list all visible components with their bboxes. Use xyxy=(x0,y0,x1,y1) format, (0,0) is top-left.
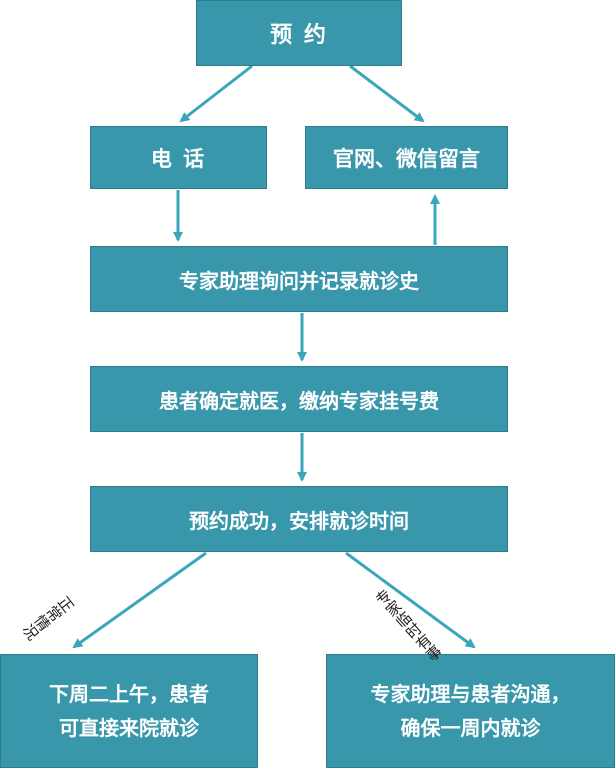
node-appointment-success-label: 预约成功，安排就诊时间 xyxy=(189,508,409,533)
node-normal-outcome-line1: 下周二上午，患者 xyxy=(49,682,209,706)
node-patient-confirm-label: 患者确定就医，缴纳专家挂号费 xyxy=(159,388,439,413)
arrow-top-to-web xyxy=(349,64,425,123)
node-phone-label: 电 话 xyxy=(150,146,207,171)
node-special-outcome: 专家助理与患者沟通， 确保一周内就诊 xyxy=(326,654,615,768)
node-appointment-success: 预约成功，安排就诊时间 xyxy=(90,486,508,552)
node-web-wechat-label: 官网、微信留言 xyxy=(333,146,480,171)
node-web-wechat: 官网、微信留言 xyxy=(305,126,508,189)
node-appointment-label: 预 约 xyxy=(270,23,328,48)
arrow-success-to-right xyxy=(345,551,476,649)
node-normal-outcome-line2: 可直接来院就诊 xyxy=(59,716,199,740)
node-normal-outcome: 下周二上午，患者 可直接来院就诊 xyxy=(0,654,258,768)
node-patient-confirm: 患者确定就医，缴纳专家挂号费 xyxy=(90,366,508,432)
node-appointment: 预 约 xyxy=(196,0,402,66)
node-assistant-inquiry-label: 专家助理询问并记录就诊史 xyxy=(179,268,419,293)
node-phone: 电 话 xyxy=(90,126,267,189)
node-special-outcome-line1: 专家助理与患者沟通， xyxy=(370,682,571,706)
node-special-outcome-line2: 确保一周内就诊 xyxy=(400,716,541,740)
arrow-top-to-phone xyxy=(179,64,253,123)
node-assistant-inquiry: 专家助理询问并记录就诊史 xyxy=(90,246,508,312)
arrow-success-to-left xyxy=(72,551,207,649)
